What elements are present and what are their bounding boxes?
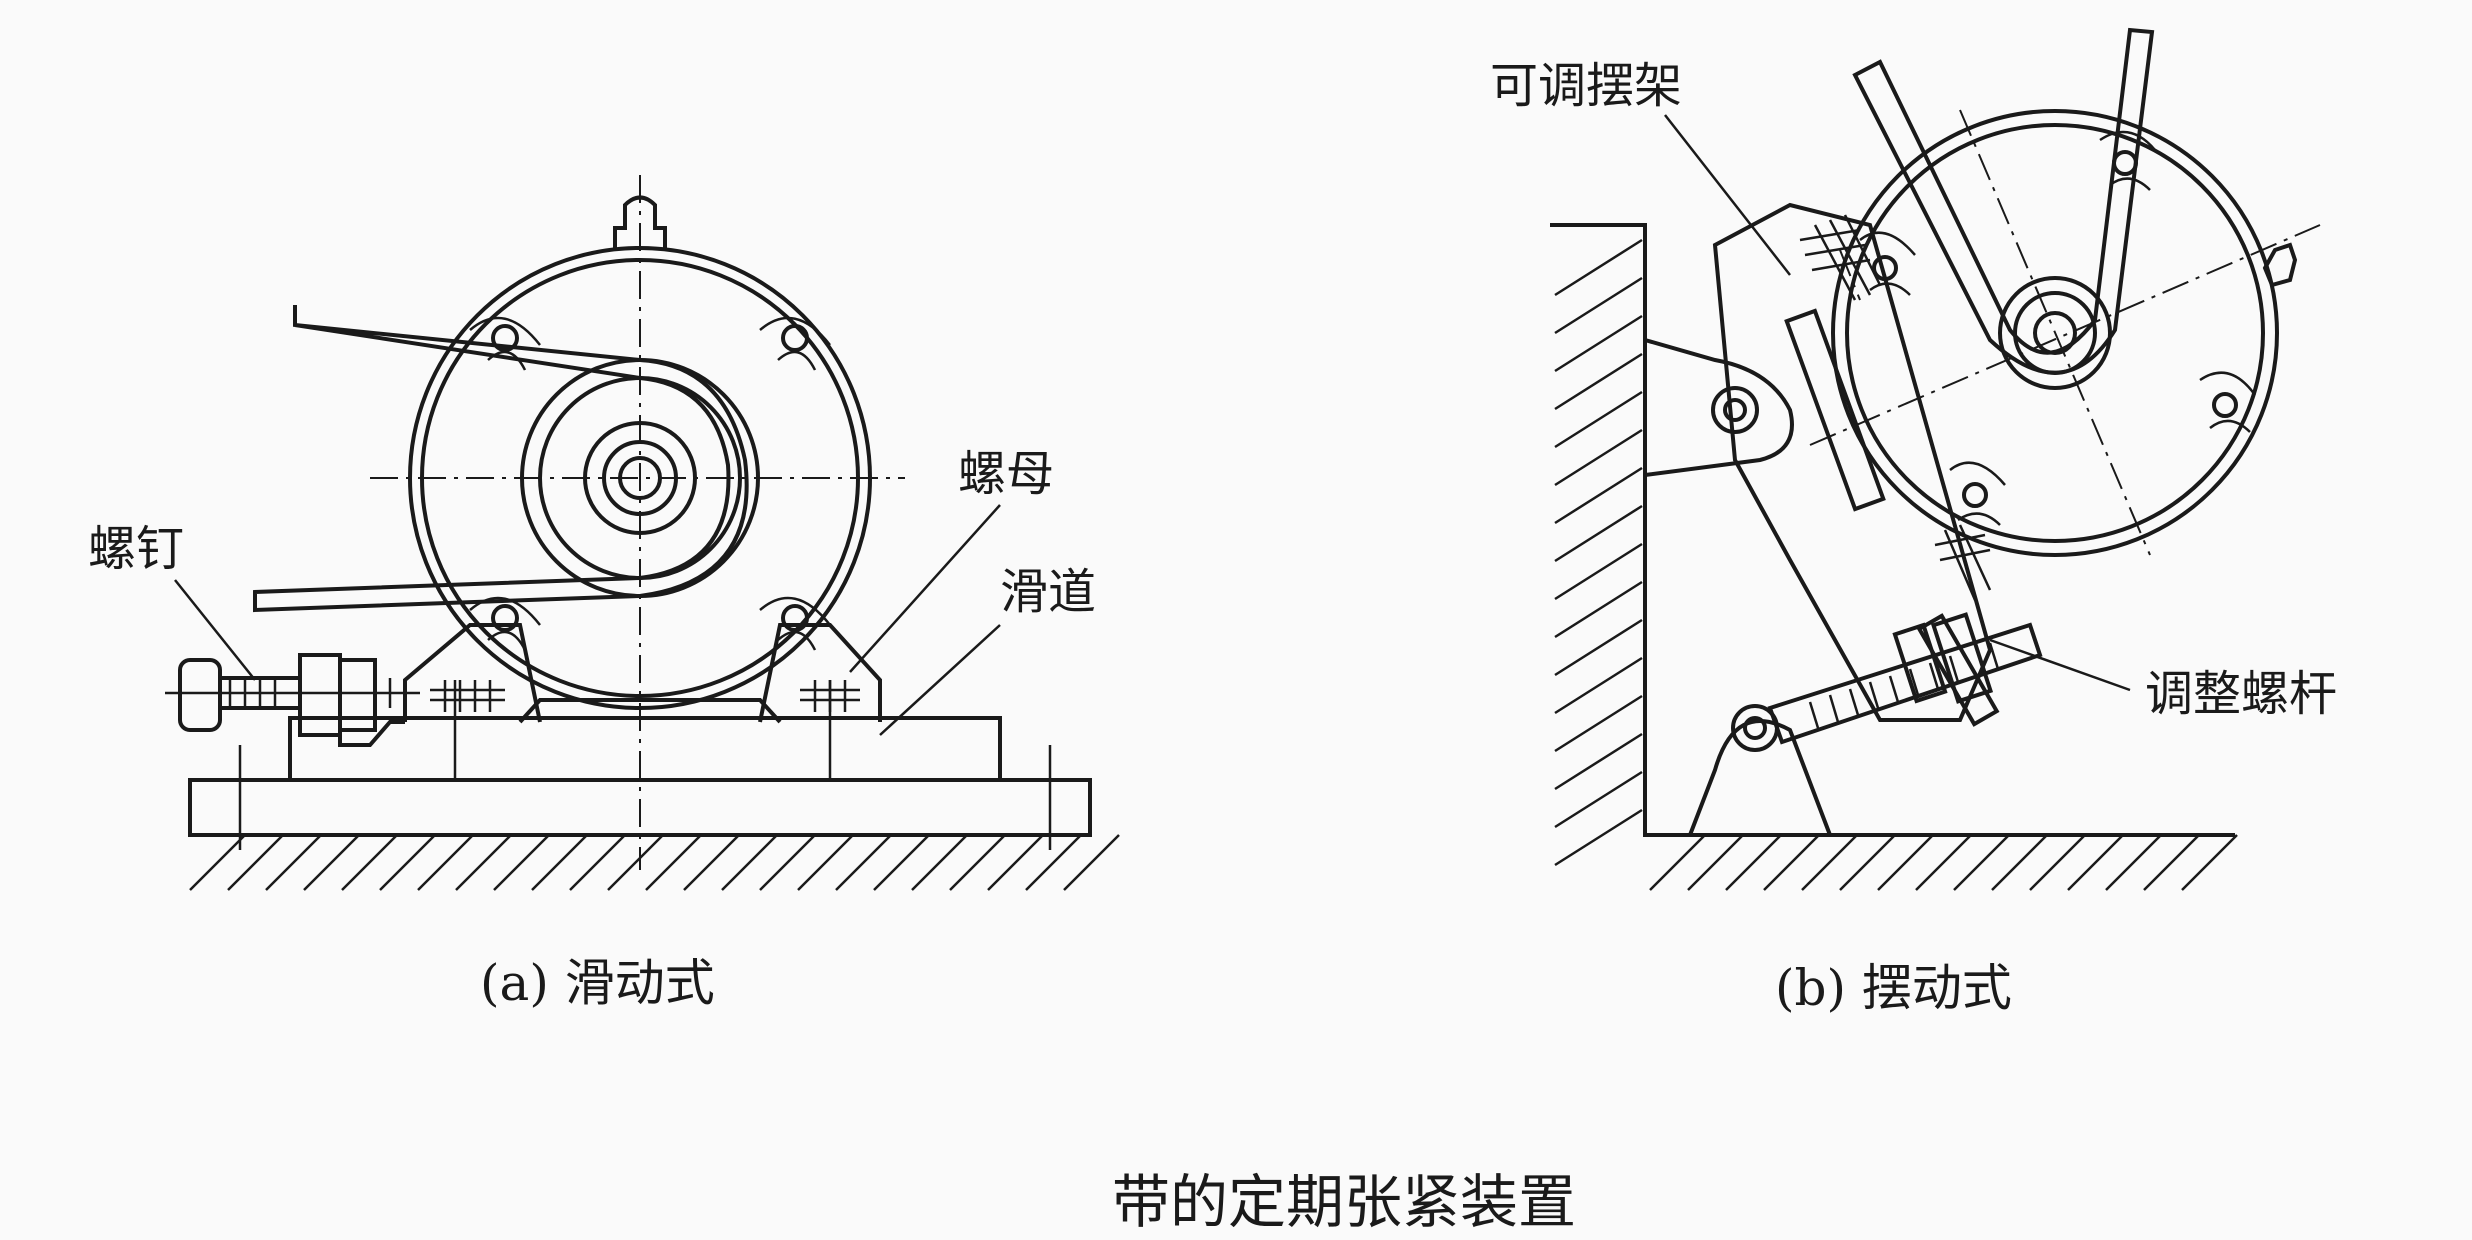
hatch-line [227,834,284,891]
hatch-line [493,834,550,891]
figure-a-nut-callout-line [849,504,1001,673]
figure-a-sliding-tensioner: 螺钉 螺母 滑道 (a) 滑动式 [88,175,1120,1012]
figure-a-screw-label: 螺钉 [88,521,184,577]
hatch-line [1554,352,1643,411]
hatch-line [531,834,588,891]
hatch-line [2143,834,2200,891]
hatch-line [1953,834,2010,891]
hatch-line [569,834,626,891]
hatch-line [1554,390,1643,449]
hatch-line [911,834,968,891]
hatch-line [1554,504,1643,563]
hatch-line [1554,428,1643,487]
hatch-line [1554,808,1643,867]
hatch-line [1554,276,1643,335]
hatch-line [341,834,398,891]
hatch-line [1687,834,1744,891]
hatch-line [1801,834,1858,891]
hatch-line [2105,834,2162,891]
figure-b-wall-bracket [1644,338,1794,477]
hatch-line [1554,238,1643,297]
hatch-line [1025,834,1082,891]
hatch-line [1763,834,1820,891]
hatch-line [1877,834,1934,891]
figure-b-frame-callout-line [1664,114,1791,276]
hatch-line [721,834,778,891]
hatch-line [1991,834,2048,891]
figure-b-swing-tensioner: 可调摆架 调整螺杆 (b) 摆动式 [1490,27,2337,1017]
hatch-line [303,834,360,891]
figure-b-slot-plate [1784,308,1886,512]
hatch-line [2029,834,2086,891]
hatch-line [683,834,740,891]
figure-b-frame-label: 可调摆架 [1490,58,1682,114]
figure-b-screw-label: 调整螺杆 [2145,666,2337,722]
hatch-line [1063,834,1120,891]
hatch-line [1554,580,1643,639]
hatch-line [1915,834,1972,891]
figure-b-belt [1852,27,2155,375]
hatch-line [1554,314,1643,373]
hatch-line [949,834,1006,891]
figure-a-rail-label: 滑道 [1000,564,1096,620]
hatch-line [1554,542,1643,601]
figure-a-rail-callout-line [879,624,1001,736]
figure-b-motor-bolts [1859,130,2257,526]
hatch-line [1725,834,1782,891]
figure-b-adjusting-screw [1767,612,2043,745]
figure-b-screw-callout-line [1989,638,2131,692]
figure-a-screw-assembly [165,653,420,747]
hatch-line [607,834,664,891]
hatch-line [1554,732,1643,791]
figure-b-swing-frame [1712,202,1993,722]
hatch-line [2067,834,2124,891]
figure-a-caption: (a) 滑动式 [480,954,715,1012]
figure-a-ground [189,833,1120,891]
figure-b-wall-and-floor [1550,223,2238,891]
hatch-line [1839,834,1896,891]
hatch-line [455,834,512,891]
hatch-line [873,834,930,891]
hatch-line [1554,656,1643,715]
hatch-line [1554,770,1643,829]
hatch-line [1554,618,1643,677]
hatch-line [645,834,702,891]
hatch-line [759,834,816,891]
hatch-line [987,834,1044,891]
figure-title: 带的定期张紧装置 [1112,1168,1576,1236]
hatch-line [379,834,436,891]
figure-a-nut-label: 螺母 [958,446,1054,502]
hatch-line [417,834,474,891]
hatch-line [1554,694,1643,753]
figure-b-caption: (b) 摆动式 [1775,959,2012,1017]
hatch-line [1554,466,1643,525]
hatch-line [1649,834,1706,891]
hatch-line [797,834,854,891]
hatch-line [265,834,322,891]
hatch-line [835,834,892,891]
hatch-line [2181,834,2238,891]
figure-a-slide-rail [288,716,1002,782]
figure-a-screw-callout-line [174,579,256,681]
hatch-line [189,834,246,891]
